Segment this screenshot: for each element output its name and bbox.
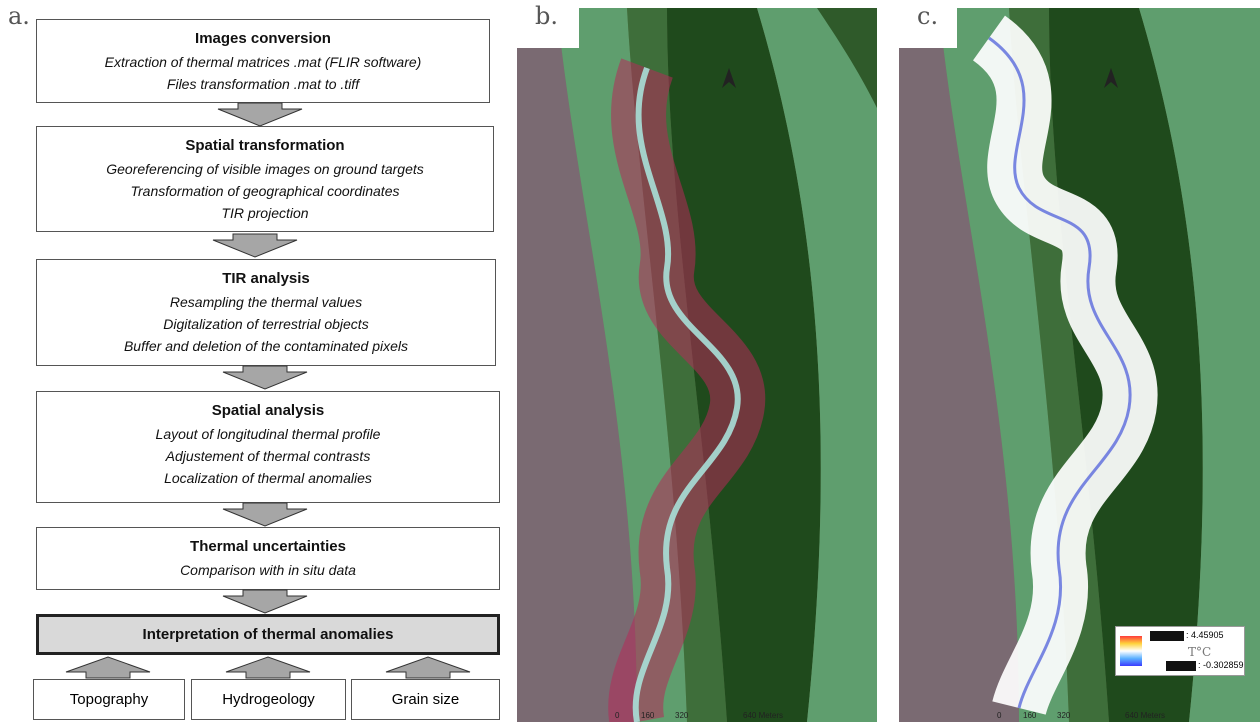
- down-arrow-5: [222, 589, 308, 614]
- up-arrow-hydrogeology: [225, 656, 311, 679]
- flow-line: Localization of thermal anomalies: [164, 470, 372, 486]
- flow-box-spatial-analysis: Spatial analysis Layout of longitudinal …: [36, 391, 500, 503]
- map-panel-b: b. 0 160 320 640 Meters: [517, 2, 877, 727]
- down-arrow-2: [212, 233, 298, 258]
- flow-title: Spatial analysis: [211, 402, 325, 419]
- scale-label: 0: [997, 711, 1002, 720]
- scale-label: 160: [1023, 711, 1037, 720]
- up-arrow-grain-size: [385, 656, 471, 679]
- temperature-legend: : 4.45905 T°C : -0.302859: [1115, 626, 1245, 676]
- legend-swatch-max: [1150, 631, 1184, 641]
- input-box-hydrogeology: Hydrogeology: [191, 679, 346, 720]
- flow-box-images-conversion: Images conversion Extraction of thermal …: [36, 19, 490, 103]
- flow-box-spatial-transformation: Spatial transformation Georeferencing of…: [36, 126, 494, 232]
- legend-swatch-min: [1166, 661, 1196, 671]
- legend-max: : 4.45905: [1186, 630, 1224, 640]
- flow-box-thermal-uncertainties: Thermal uncertainties Comparison with in…: [36, 527, 500, 590]
- scale-label: 640 Meters: [1125, 711, 1166, 720]
- flow-title: Thermal uncertainties: [190, 538, 346, 555]
- flow-box-tir-analysis: TIR analysis Resampling the thermal valu…: [36, 259, 496, 366]
- flow-line: Transformation of geographical coordinat…: [130, 183, 400, 199]
- scale-label: 320: [1057, 711, 1071, 720]
- input-box-grain-size: Grain size: [351, 679, 500, 720]
- up-arrow-topography: [65, 656, 151, 679]
- flow-line: Extraction of thermal matrices .mat (FLI…: [104, 54, 422, 70]
- legend-unit: T°C: [1188, 645, 1212, 659]
- legend-color-ramp: [1120, 636, 1142, 666]
- satellite-image-c: [899, 8, 1260, 722]
- map-panel-c: c. : 4.45905 T°C : -0.302859 0 160 320 6…: [899, 2, 1260, 722]
- down-arrow-4: [222, 502, 308, 527]
- flow-line: Adjustement of thermal contrasts: [165, 448, 371, 464]
- flow-title: Images conversion: [195, 30, 331, 47]
- scale-label: 640 Meters: [743, 711, 784, 720]
- down-arrow-3: [222, 365, 308, 390]
- panel-label-c: c.: [917, 2, 939, 30]
- label-bg-c: [899, 8, 957, 48]
- flow-line: Georeferencing of visible images on grou…: [106, 161, 424, 177]
- down-arrow-1: [217, 102, 303, 127]
- input-box-topography: Topography: [33, 679, 185, 720]
- flow-title: TIR analysis: [222, 270, 310, 287]
- final-box-interpretation: Interpretation of thermal anomalies: [36, 614, 500, 655]
- legend-min: : -0.302859: [1198, 660, 1244, 670]
- scale-label: 320: [675, 711, 689, 720]
- scale-label: 0: [615, 711, 620, 720]
- panel-label-b: b.: [535, 2, 558, 30]
- flow-line: TIR projection: [221, 205, 309, 221]
- flow-line: Digitalization of terrestrial objects: [163, 316, 369, 332]
- panel-label-a: a.: [8, 2, 30, 30]
- scale-label: 160: [641, 711, 655, 720]
- flow-line: Comparison with in situ data: [180, 562, 356, 578]
- final-box-title: Interpretation of thermal anomalies: [142, 626, 394, 643]
- flow-line: Files transformation .mat to .tiff: [166, 76, 360, 92]
- label-bg-b: [517, 8, 579, 48]
- flow-line: Resampling the thermal values: [169, 294, 363, 310]
- satellite-image-b: [517, 8, 877, 727]
- flow-line: Layout of longitudinal thermal profile: [155, 426, 381, 442]
- flow-title: Spatial transformation: [185, 137, 345, 154]
- flow-line: Buffer and deletion of the contaminated …: [123, 338, 409, 354]
